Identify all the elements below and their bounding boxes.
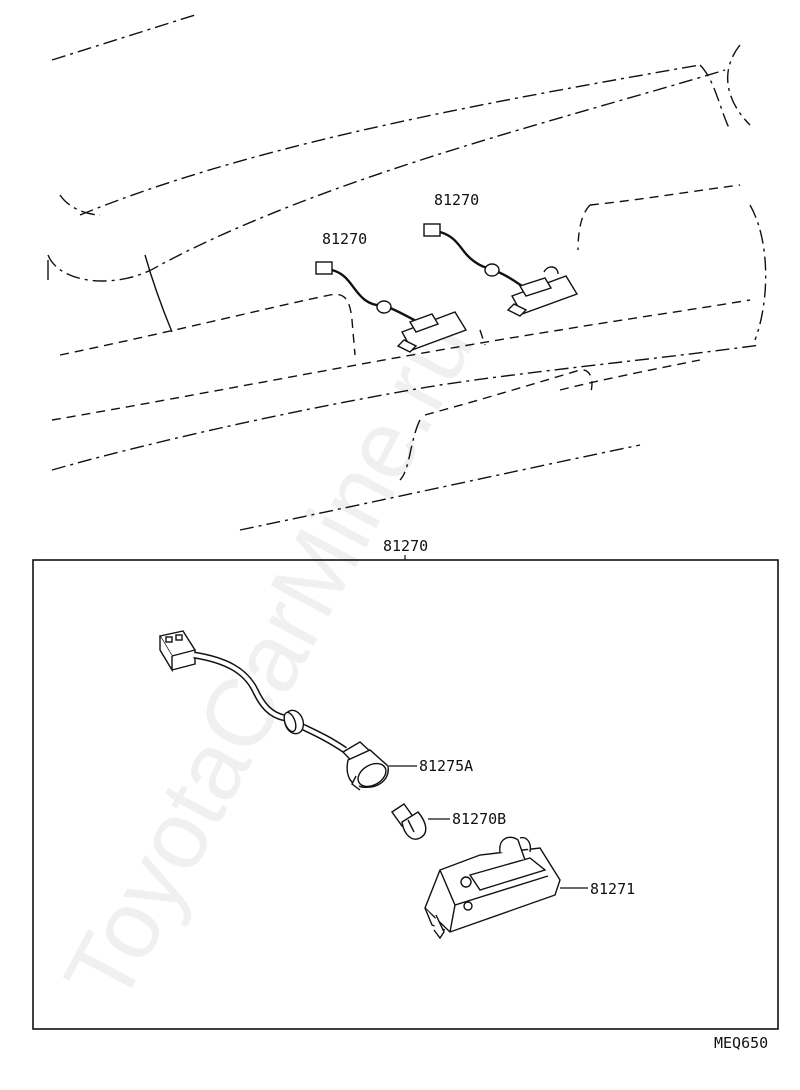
callout-label-lens: 81271	[590, 880, 635, 898]
callout-label-socket: 81275A	[419, 757, 473, 775]
lamp-lens-housing	[424, 836, 561, 940]
figure-code: MEQ650	[714, 1034, 768, 1052]
callout-label-lamp-right: 81270	[434, 191, 479, 209]
callout-label-lamp-left: 81270	[322, 230, 367, 248]
detail-box-title: 81270	[383, 537, 428, 555]
license-lamp-right	[423, 223, 579, 317]
bulb	[391, 803, 427, 840]
license-lamp-left	[315, 261, 468, 353]
car-rear-outline	[47, 14, 767, 531]
lamp-socket	[341, 741, 389, 791]
detail-box	[32, 559, 779, 1030]
wire-grommet	[283, 709, 305, 735]
callout-label-bulb: 81270B	[452, 810, 506, 828]
wire-harness	[193, 651, 347, 753]
wire-harness-connector	[158, 630, 197, 673]
